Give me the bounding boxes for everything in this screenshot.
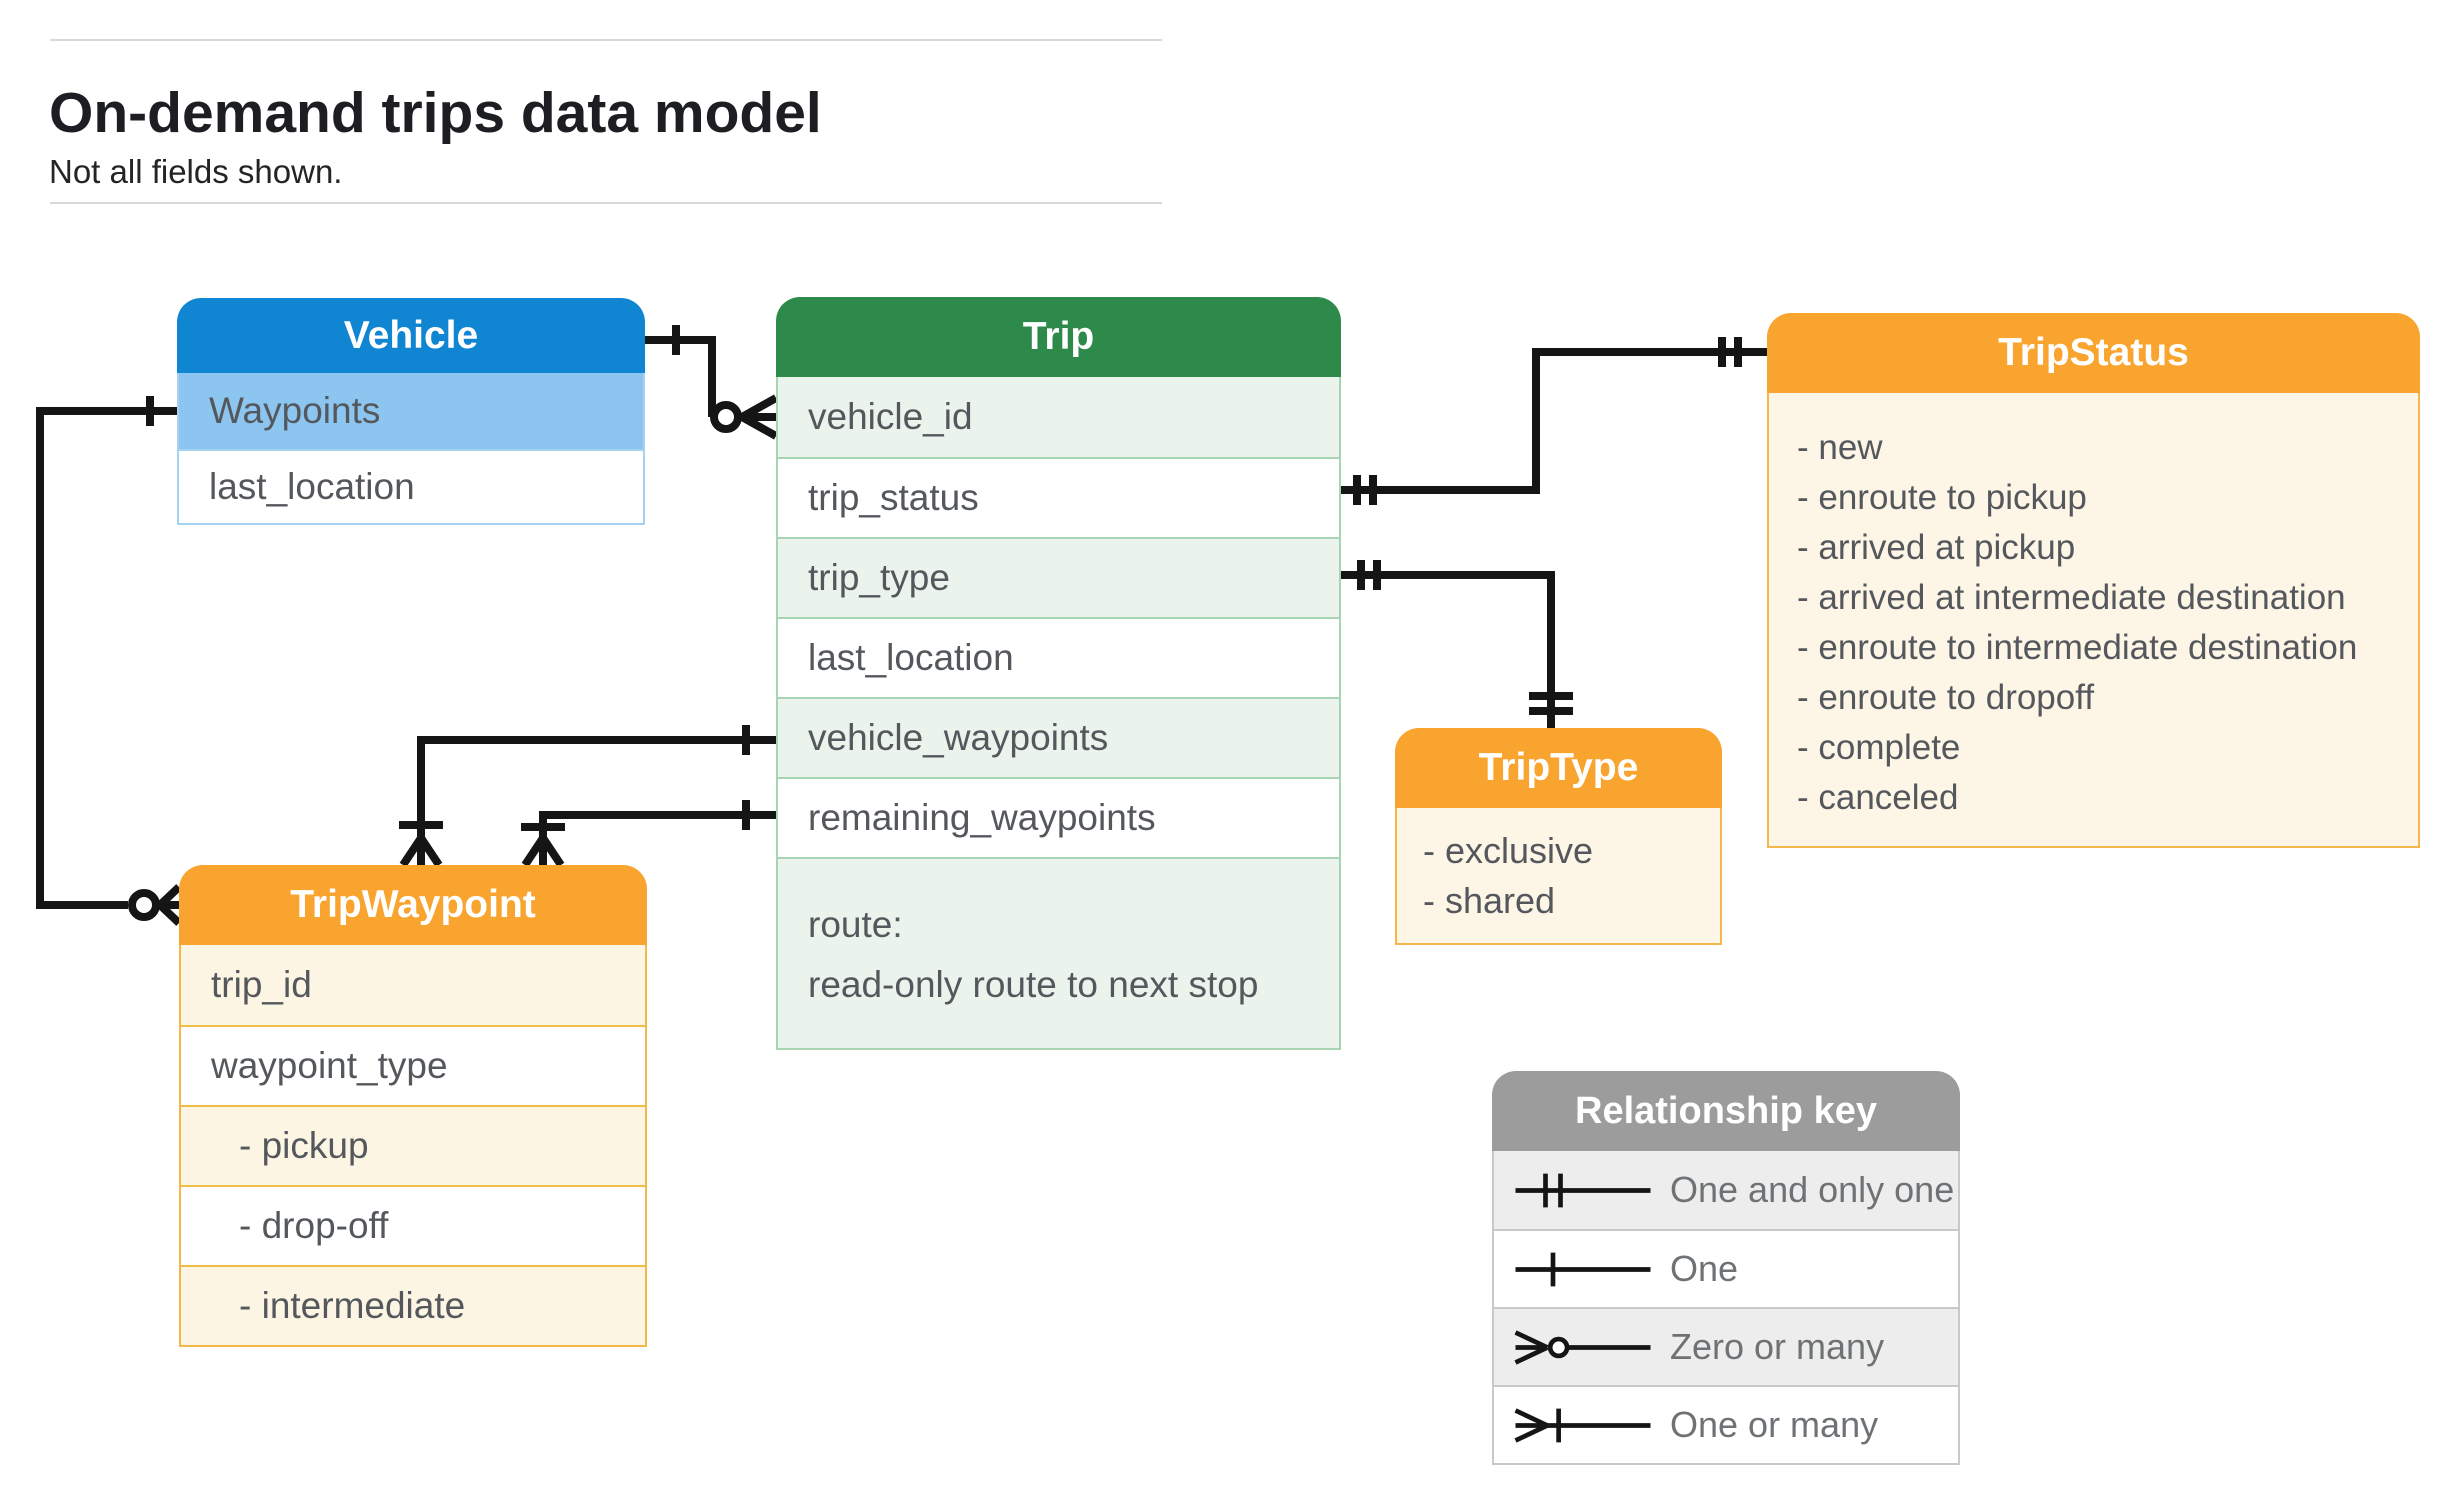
legend-label: One <box>1670 1248 1739 1289</box>
table-row: trip_id <box>181 945 645 1025</box>
table-row: vehicle_id <box>778 377 1339 457</box>
connector-vehicle-waypoints-field-to-tripwaypoint <box>399 725 776 868</box>
legend-row: One and only one <box>1494 1151 1958 1229</box>
crow-foot-icon <box>740 394 778 440</box>
one-icon <box>1515 1252 1651 1286</box>
zero-circle <box>710 401 742 433</box>
table-row: remaining_waypoints <box>778 777 1339 857</box>
top-divider <box>50 39 1162 41</box>
list-item: - enroute to dropoff <box>1797 678 2095 717</box>
relationship-key: Relationship key One and only one One <box>1492 1071 1960 1465</box>
relationship-key-header: Relationship key <box>1492 1071 1960 1151</box>
one-and-only-one-ticks <box>1357 560 1381 590</box>
table-row: - intermediate <box>181 1265 645 1345</box>
legend-row: One <box>1494 1229 1958 1307</box>
zero-circle <box>128 889 160 921</box>
connector-vehicle-waypoints-to-tripwaypoint <box>36 396 182 926</box>
legend-label: Zero or many <box>1670 1326 1885 1367</box>
vehicle-table-header: Vehicle <box>177 298 645 373</box>
connector-remaining-waypoints-to-tripwaypoint <box>521 800 776 868</box>
crow-foot-icon <box>521 835 565 868</box>
legend-row: One or many <box>1494 1385 1958 1463</box>
route-row: route: read-only route to next stop <box>778 857 1339 1048</box>
list-item: - arrived at pickup <box>1797 528 2076 567</box>
one-and-only-one-icon <box>1515 1173 1651 1207</box>
connector-trip-type-to-triptype <box>1341 560 1573 728</box>
one-or-many-icon <box>1514 1407 1651 1443</box>
triptype-table-header: TripType <box>1395 728 1722 808</box>
page-title: On-demand trips data model <box>49 81 822 145</box>
connector-trip-status-to-tripstatus <box>1341 337 1767 505</box>
one-and-only-one-ticks <box>1718 337 1742 367</box>
list-item: - enroute to pickup <box>1797 478 2087 517</box>
list-item: - exclusive <box>1423 830 1594 871</box>
table-row: last_location <box>778 617 1339 697</box>
one-and-only-one-ticks <box>1529 692 1573 715</box>
tripstatus-table-header: TripStatus <box>1767 313 2420 393</box>
vehicle-table: Vehicle Waypoints last_location <box>177 298 645 525</box>
legend-label: One and only one <box>1670 1169 1955 1210</box>
table-row: vehicle_waypoints <box>778 697 1339 777</box>
list-item: - shared <box>1423 880 1556 921</box>
route-label: route: <box>808 904 903 945</box>
table-row: trip_type <box>778 537 1339 617</box>
list-item: - canceled <box>1797 778 1959 817</box>
route-description: read-only route to next stop <box>808 964 1259 1005</box>
tripwaypoint-table: TripWaypoint trip_id waypoint_type - pic… <box>179 865 647 1347</box>
tripwaypoint-table-header: TripWaypoint <box>179 865 647 945</box>
bottom-divider <box>50 202 1162 204</box>
one-and-only-one-ticks <box>1353 475 1377 505</box>
zero-or-many-icon <box>1514 1329 1651 1365</box>
list-item: - new <box>1797 428 1883 467</box>
page-subtitle: Not all fields shown. <box>49 153 343 190</box>
trip-table: Trip vehicle_id trip_status trip_type la… <box>776 297 1341 1050</box>
table-row: - pickup <box>181 1105 645 1185</box>
table-row: - drop-off <box>181 1185 645 1265</box>
list-item: - arrived at intermediate destination <box>1797 578 2346 617</box>
legend-label: One or many <box>1670 1404 1879 1445</box>
legend-row: Zero or many <box>1494 1307 1958 1385</box>
list-item: - complete <box>1797 728 1961 767</box>
triptype-table: TripType - exclusive - shared <box>1395 728 1722 945</box>
crow-foot-icon <box>399 835 443 868</box>
list-item: - enroute to intermediate destination <box>1797 628 2358 667</box>
table-row: trip_status <box>778 457 1339 537</box>
trip-table-header: Trip <box>776 297 1341 377</box>
connector-vehicle-to-trip-vehicle-id <box>645 325 778 440</box>
table-row: waypoint_type <box>181 1025 645 1105</box>
table-row: Waypoints <box>179 373 643 449</box>
table-row: last_location <box>179 449 643 523</box>
crow-foot-icon <box>157 884 182 926</box>
tripstatus-table: TripStatus - new - enroute to pickup - a… <box>1767 313 2420 848</box>
